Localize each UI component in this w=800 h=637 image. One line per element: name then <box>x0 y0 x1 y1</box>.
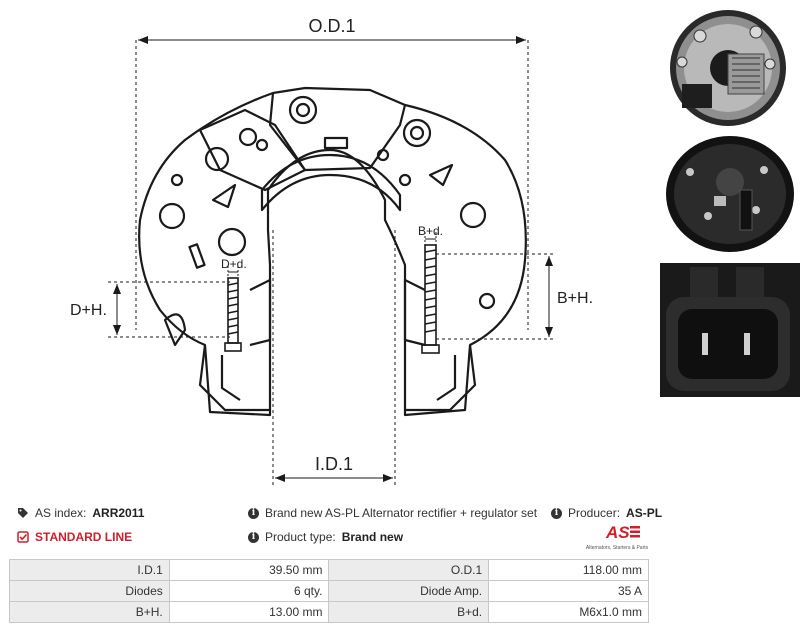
bh-label: B+H. <box>557 290 593 307</box>
id-label: I.D.1 <box>315 454 353 474</box>
product-type-value: Brand new <box>341 530 404 544</box>
spec-value: 13.00 mm <box>168 601 330 623</box>
product-photo-bottom <box>660 130 800 258</box>
producer-label: Producer: <box>568 506 621 520</box>
spec-value: 6 qty. <box>168 580 330 602</box>
technical-drawing: O.D.1 I.D.1 D+H. B+H. D+d. B+d. <box>70 16 593 485</box>
check-square-icon <box>17 531 29 543</box>
spec-table: I.D.1 39.50 mm O.D.1 118.00 mm Diodes 6 … <box>9 559 649 623</box>
spec-key: I.D.1 <box>9 559 170 581</box>
rectifier-outline <box>138 86 527 417</box>
table-row: I.D.1 39.50 mm O.D.1 118.00 mm <box>9 559 649 581</box>
table-row: Diodes 6 qty. Diode Amp. 35 A <box>9 580 649 602</box>
spec-value: 39.50 mm <box>168 559 330 581</box>
description-text: Brand new AS-PL Alternator rectifier + r… <box>265 506 538 520</box>
spec-key: Diodes <box>9 580 170 602</box>
as-pl-logo: AS Alternators, Starters & Parts <box>586 523 649 551</box>
svg-text:Alternators, Starters & Parts: Alternators, Starters & Parts <box>586 545 649 551</box>
spec-value: 118.00 mm <box>488 559 649 581</box>
spec-key: B+d. <box>328 601 490 623</box>
product-photo-connector <box>660 263 800 397</box>
spec-value: 35 A <box>488 580 649 602</box>
bd-label: B+d. <box>418 224 443 238</box>
product-info: AS index: ARR2011 STANDARD LINE i Brand … <box>0 500 800 556</box>
spec-key: O.D.1 <box>328 559 490 581</box>
info-circle-icon: i <box>248 507 259 519</box>
tags-icon <box>17 507 29 519</box>
product-photo-top <box>660 2 800 126</box>
standard-line-label: STANDARD LINE <box>35 530 133 544</box>
spec-key: B+H. <box>9 601 170 623</box>
standard-line-badge: STANDARD LINE <box>17 530 132 544</box>
info-circle-icon: i <box>551 507 562 519</box>
description: i Brand new AS-PL Alternator rectifier +… <box>248 506 537 520</box>
od-label: O.D.1 <box>308 16 355 36</box>
as-index-label: AS index: <box>35 506 87 520</box>
producer-value: AS-PL <box>626 506 663 520</box>
producer: i Producer: AS-PL <box>551 506 662 520</box>
info-circle-icon: i <box>248 531 259 543</box>
product-type-label: Product type: <box>265 530 336 544</box>
dh-label: D+H. <box>70 302 107 319</box>
as-index-value: ARR2011 <box>92 506 145 520</box>
spec-key: Diode Amp. <box>328 580 490 602</box>
product-type: i Product type: Brand new <box>248 530 403 544</box>
spec-value: M6x1.0 mm <box>488 601 649 623</box>
as-index: AS index: ARR2011 <box>17 506 144 520</box>
dd-label: D+d. <box>221 257 247 271</box>
table-row: B+H. 13.00 mm B+d. M6x1.0 mm <box>9 601 649 623</box>
svg-text:AS: AS <box>605 523 630 542</box>
